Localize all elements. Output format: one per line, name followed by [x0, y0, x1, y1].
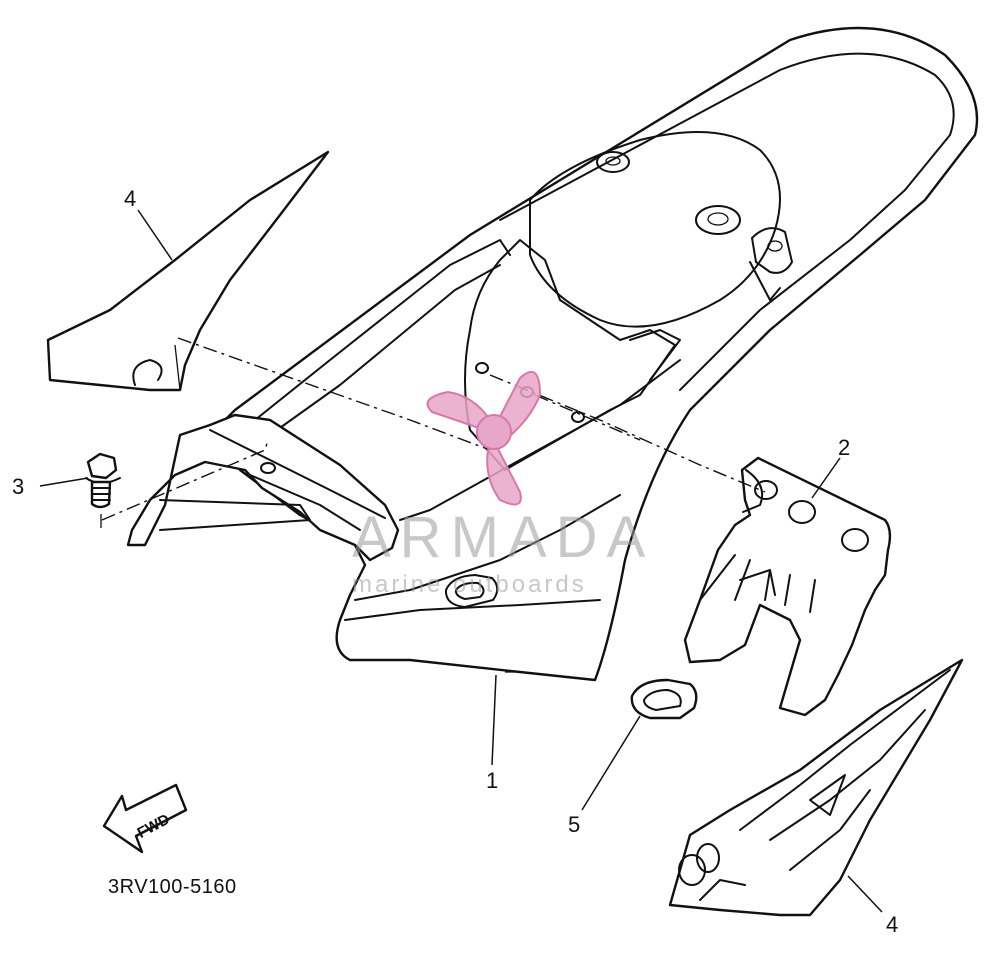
rear-fender-part-1 — [126, 26, 979, 682]
forward-arrow-icon: FWD — [102, 783, 188, 854]
watermark-tagline: marine outboards — [352, 571, 587, 598]
callout-5: 5 — [568, 812, 580, 837]
watermark-brand: ARMADA — [352, 505, 654, 570]
graphic-decal-part-4-left — [46, 150, 330, 392]
propeller-logo-icon — [426, 370, 542, 506]
callout-3: 3 — [12, 474, 24, 499]
grommet-part-5 — [630, 678, 698, 720]
plate-part-2 — [683, 456, 892, 717]
watermark: ARMADA marine outboards — [352, 370, 654, 598]
bolt-part-3 — [85, 452, 121, 528]
graphic-decal-part-4-right — [668, 658, 964, 917]
callout-4-right: 4 — [886, 912, 898, 937]
part-code: 3RV100-5160 — [108, 876, 237, 898]
callout-2: 2 — [838, 435, 850, 460]
callout-1: 1 — [486, 768, 498, 793]
leader-lines — [39, 209, 883, 913]
callout-4-left: 4 — [124, 186, 136, 211]
alignment-lines — [101, 337, 766, 521]
